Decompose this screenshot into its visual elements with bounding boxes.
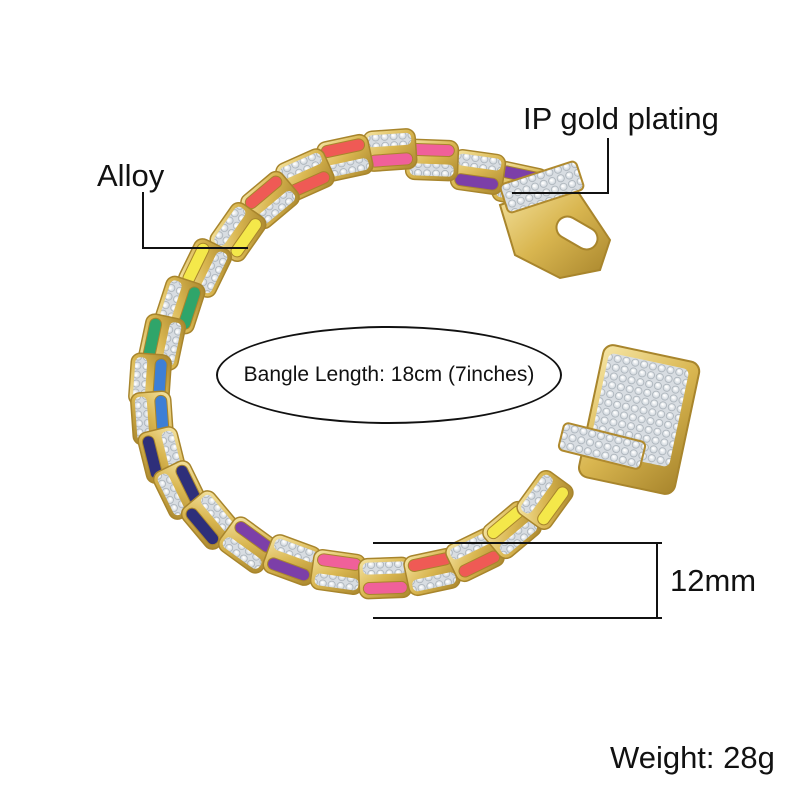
- chain-link: [309, 548, 367, 596]
- chain-link: [362, 128, 418, 172]
- clasp-hook: [498, 160, 612, 280]
- chain-links: [128, 128, 574, 600]
- alloy-label: Alloy: [97, 158, 165, 193]
- chain-link: [516, 470, 574, 530]
- length-callout: Bangle Length: 18cm (7inches): [216, 326, 562, 424]
- plating-leader-line: [512, 138, 609, 194]
- width-label: 12mm: [670, 563, 757, 598]
- chain-link: [262, 534, 322, 586]
- chain-link: [403, 547, 461, 597]
- weight-label: Weight: 28g: [610, 740, 775, 775]
- chain-link: [177, 238, 233, 298]
- chain-link: [180, 490, 240, 550]
- alloy-leader-line: [142, 192, 248, 249]
- dimension-lines: [142, 138, 662, 619]
- plating-label: IP gold plating: [523, 101, 719, 136]
- length-label: Bangle Length: 18cm (7inches): [243, 363, 535, 386]
- chain-link: [404, 138, 460, 182]
- box-clasp: [557, 344, 701, 495]
